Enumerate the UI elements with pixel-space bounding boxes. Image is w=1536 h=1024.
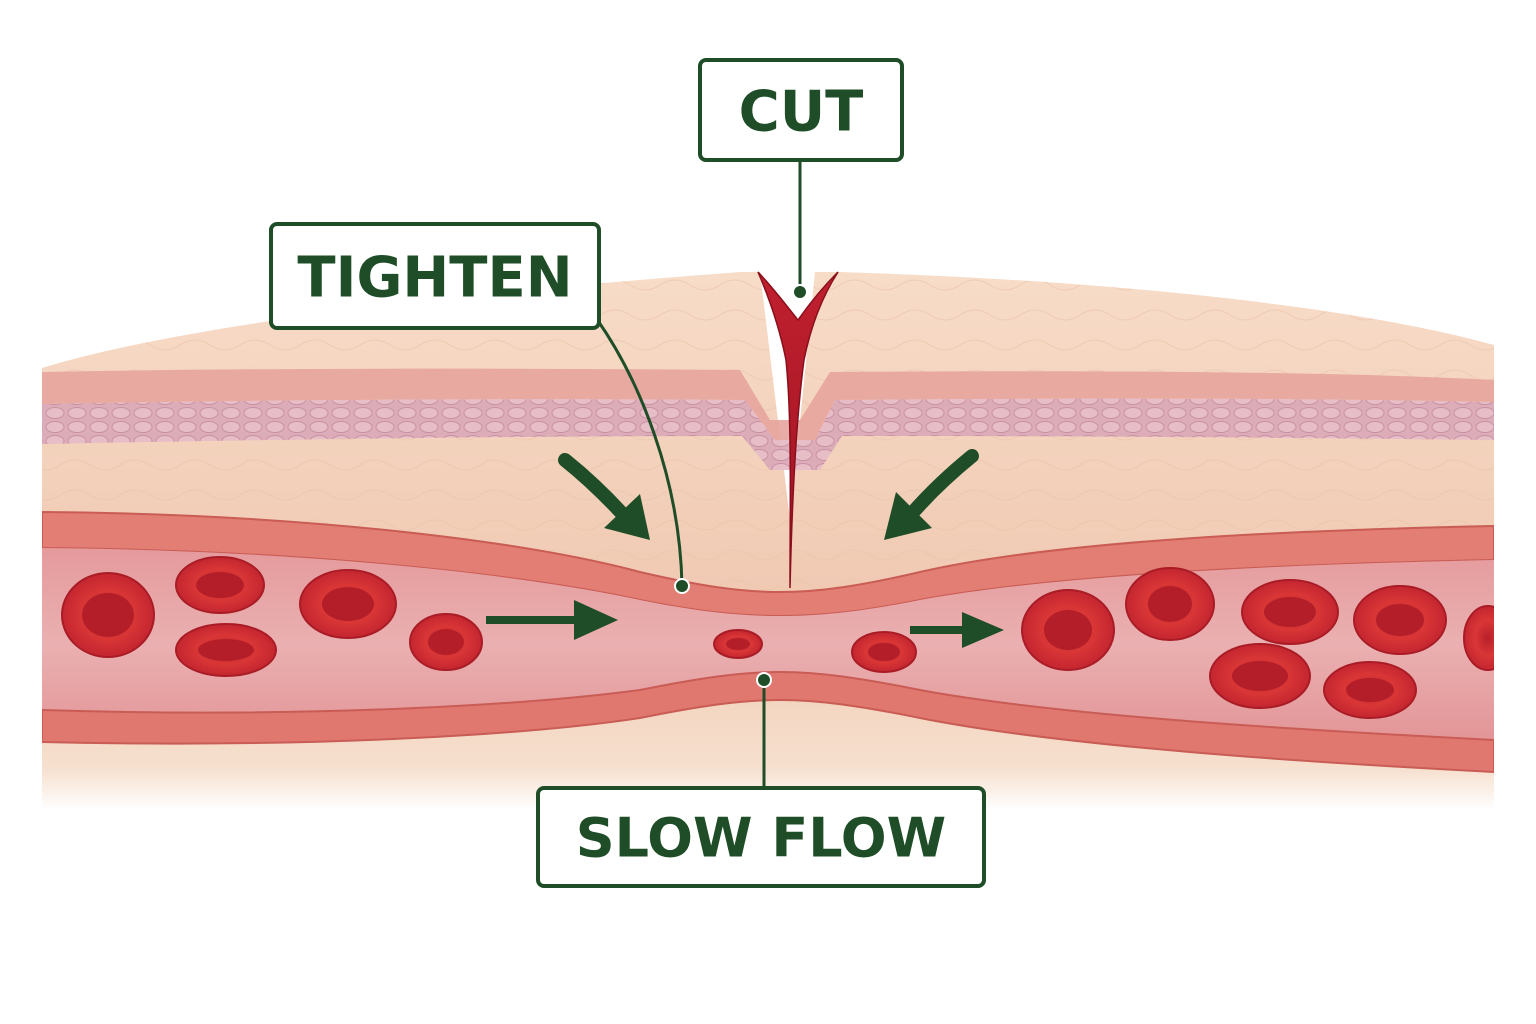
blood-cell-icon [851,631,917,673]
slow-flow-label: SLOW FLOW [536,786,986,888]
tighten-leader-line [594,317,684,587]
blood-cell-icon [713,629,763,659]
wound-cut [757,271,839,589]
slow-flow-leader-dot [756,672,772,688]
blood-cell-icon [409,613,483,671]
blood-cell-icon [1209,643,1311,709]
dermis-band [42,368,1494,440]
blood-cell-icon [299,569,397,639]
blood-cell-icon [61,572,155,658]
cell-layer-band [42,398,1494,470]
blood-cells [61,556,1513,719]
blood-cell-icon [1125,567,1215,641]
blood-cell-icon [1353,585,1447,655]
cut-label: CUT [698,58,904,162]
blood-cell-icon [1021,589,1115,671]
tighten-leader-dot [674,578,690,594]
blood-cell-icon [1241,579,1339,645]
cut-leader-dot [792,284,808,300]
blood-cell-icon [1323,661,1417,719]
cut-label-text: CUT [739,80,864,145]
blood-cell-icon [175,556,265,614]
tighten-label-text: TIGHTEN [297,246,572,311]
blood-cell-icon [175,623,277,677]
tighten-label: TIGHTEN [269,222,601,330]
slow-flow-label-text: SLOW FLOW [576,807,947,870]
